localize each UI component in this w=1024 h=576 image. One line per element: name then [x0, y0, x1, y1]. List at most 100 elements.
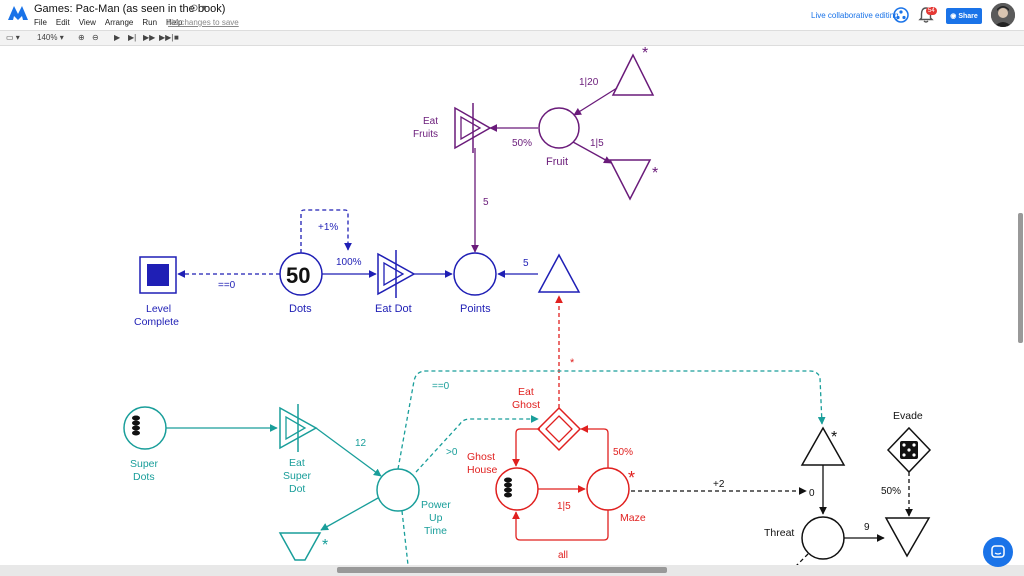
label-star-red: * [570, 357, 575, 369]
collab-icon[interactable] [893, 7, 909, 23]
step-icon[interactable]: ▶| [128, 33, 137, 42]
play-icon[interactable]: ▶ [114, 33, 121, 42]
edge-powerup-threat[interactable] [397, 370, 826, 470]
panel-toggle-icon[interactable]: ▭ ▾ [6, 33, 20, 42]
horizontal-scroll-thumb[interactable] [337, 567, 667, 573]
stop-icon[interactable]: ■ [174, 33, 179, 42]
menu-arrange[interactable]: Arrange [104, 18, 134, 27]
eat-dot-label: Eat Dot [375, 303, 412, 315]
fast-forward-icon[interactable]: ▶▶ [143, 33, 156, 42]
edge-fruit-bottom[interactable] [572, 141, 612, 164]
zoom-in-icon[interactable]: ⊕ [78, 33, 85, 42]
maze-star-label: * [628, 468, 635, 488]
eat-ghost-inner-icon [545, 415, 573, 443]
super-dots-tokens-icon [132, 415, 140, 436]
label-1-5-fruit: 1|5 [590, 138, 604, 149]
label-plus1: +1% [318, 222, 338, 233]
menu-file[interactable]: File [34, 18, 47, 27]
eat-fruits-label-2: Fruits [413, 129, 438, 140]
diagram-canvas[interactable]: * 1|20 Fruit 1|5 * 50% Eat Fruits 5 Leve… [0, 45, 1024, 567]
app-logo-icon[interactable] [8, 6, 28, 20]
label-eq0-level: ==0 [218, 280, 236, 291]
share-button[interactable]: ◉ Share [946, 8, 982, 24]
star-bottom-label: * [652, 165, 658, 182]
menu-run[interactable]: Run [142, 18, 158, 27]
collab-link[interactable]: Live collaborative editing [811, 11, 899, 20]
points-label: Points [460, 303, 491, 315]
horizontal-scrollbar[interactable] [0, 565, 1024, 576]
star-top-label: * [642, 47, 648, 62]
label-plus2: +2 [713, 479, 725, 490]
vertical-scrollbar[interactable] [1018, 213, 1023, 343]
label-5-points: 5 [523, 258, 529, 269]
fruit-drain-bottom-icon[interactable] [608, 159, 652, 201]
zoom-select[interactable]: 140% ▾ [37, 33, 64, 42]
ghost-house-pool[interactable] [495, 467, 539, 511]
multi-run-icon[interactable]: ▶▶| [159, 33, 174, 42]
threat-label: Threat [764, 527, 794, 539]
eat-dot-inner-icon [383, 261, 405, 287]
edge-threat-out[interactable] [795, 553, 809, 567]
super-dots-pool[interactable] [123, 406, 167, 450]
edge-eat-powerup[interactable] [315, 427, 382, 477]
menu-help[interactable]: Help [166, 18, 183, 27]
threat-pool[interactable] [801, 516, 845, 560]
save-status: No changes to save [168, 18, 239, 27]
maze-pool[interactable] [586, 467, 630, 511]
zoom-value: 140% [37, 33, 58, 42]
maze-label: Maze [620, 512, 646, 524]
app-header: Games: Pac-Man (as seen in the book) ⊙ ▾… [0, 0, 1024, 30]
super-dots-label-2: Dots [133, 471, 155, 483]
fruit-drain-top-icon[interactable] [611, 53, 655, 96]
threat-trigger-icon[interactable] [800, 426, 846, 466]
label-12: 12 [355, 438, 367, 449]
level-complete-end-icon[interactable] [139, 256, 177, 294]
document-title[interactable]: Games: Pac-Man (as seen in the book) [34, 3, 226, 15]
edge-dots-modifier[interactable] [300, 209, 352, 253]
eat-super-dot-inner-icon [285, 415, 307, 441]
power-up-time-pool[interactable] [376, 468, 420, 512]
label-1-20: 1|20 [579, 77, 599, 88]
power-up-label-1: Power [421, 499, 451, 511]
fruit-pool[interactable] [538, 107, 580, 149]
edge-fruit-top[interactable] [573, 87, 618, 116]
power-drain-icon[interactable] [278, 532, 322, 561]
zoom-out-icon[interactable]: ⊖ [92, 33, 99, 42]
powerup-section: Super Dots Eat Super Dot 12 Power Up Tim… [123, 370, 826, 566]
label-9: 9 [864, 522, 870, 533]
menu-edit[interactable]: Edit [55, 18, 70, 27]
label-50-evade: 50% [881, 486, 901, 497]
label-100: 100% [336, 257, 362, 268]
eat-ghost-gate-icon[interactable] [536, 406, 582, 452]
label-5-fruits: 5 [483, 197, 489, 208]
edge-eatghost-house[interactable] [512, 428, 540, 467]
label-1-5-ghost: 1|5 [557, 501, 571, 512]
edge-powerup-drain[interactable] [320, 497, 379, 531]
evade-drain-icon[interactable] [884, 517, 931, 558]
level-complete-label-1: Level [146, 303, 171, 315]
eat-fruits-inner-icon [460, 115, 482, 141]
fruit-section: * 1|20 Fruit 1|5 * 50% Eat Fruits 5 [413, 45, 658, 253]
power-up-label-3: Time [424, 525, 447, 537]
globe-icon: ◉ [950, 13, 957, 20]
machinations-diagram[interactable]: * 1|20 Fruit 1|5 * 50% Eat Fruits 5 Leve… [0, 45, 1024, 567]
edge-powerup-down[interactable] [401, 510, 409, 566]
points-source-icon[interactable] [537, 253, 581, 293]
edge-powerup-eatghost[interactable] [415, 415, 539, 473]
level-complete-fill [147, 264, 169, 286]
threat-star: * [831, 429, 837, 446]
edge-maze-eatghost[interactable] [580, 425, 609, 468]
label-50-ghost: 50% [613, 447, 633, 458]
dice-icon [900, 441, 918, 459]
edge-maze-house[interactable] [512, 510, 609, 541]
dots-label: Dots [289, 303, 312, 315]
menu-view[interactable]: View [78, 18, 96, 27]
points-pool[interactable] [453, 252, 497, 296]
label-50-fruit: 50% [512, 138, 532, 149]
avatar[interactable] [991, 3, 1015, 27]
chat-button[interactable] [983, 537, 1013, 567]
toolbar: ▭ ▾ 140% ▾ ⊕ ⊖ ▶ ▶| ▶▶ ▶▶| ■ [0, 30, 1024, 46]
title-options-icon[interactable]: ⊙ ▾ [190, 3, 207, 14]
fruit-label: Fruit [546, 156, 568, 168]
ghost-section: * Eat Ghost 50% Ghost House 1|5 * Maze a… [467, 295, 646, 561]
